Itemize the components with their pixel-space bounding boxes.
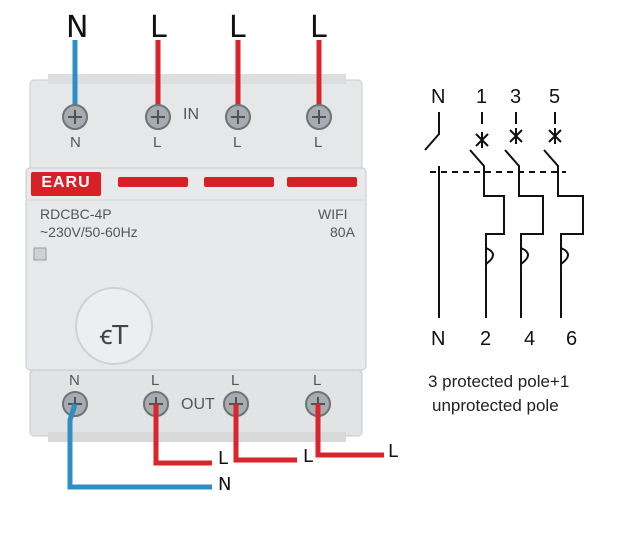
schematic-cross-marks bbox=[475, 128, 562, 148]
brand-logo-box bbox=[31, 172, 101, 196]
red-stripe-3 bbox=[287, 177, 357, 187]
schematic-lines bbox=[424, 112, 584, 318]
bottom-n-label: N bbox=[218, 474, 232, 495]
top-terminal-screws bbox=[62, 104, 332, 130]
top-l3-label: L bbox=[310, 10, 327, 45]
bottom-live-wire-1 bbox=[153, 404, 212, 466]
bottom-l3-label: L bbox=[388, 441, 399, 462]
schematic-top-5: 5 bbox=[549, 86, 561, 108]
bottom-live-wire-3 bbox=[315, 404, 384, 458]
top-terminal-l1: L bbox=[153, 134, 162, 151]
brand-logo-text: EARU bbox=[41, 174, 91, 191]
top-terminal-l3: L bbox=[314, 134, 323, 151]
schematic-bottom-6: 6 bbox=[566, 328, 578, 350]
in-label: IN bbox=[183, 106, 199, 123]
schematic-top-3: 3 bbox=[510, 86, 522, 108]
schematic-caption-line2: unprotected pole bbox=[432, 396, 559, 415]
bottom-terminal-l1: L bbox=[151, 372, 160, 389]
bottom-neutral-wire bbox=[67, 403, 212, 490]
current-rating-label: 80A bbox=[330, 224, 355, 240]
bottom-terminal-n: N bbox=[69, 372, 80, 389]
bottom-l1-label: L bbox=[218, 448, 229, 469]
wifi-label: WIFI bbox=[318, 206, 348, 222]
bottom-terminal-l2: L bbox=[231, 372, 240, 389]
model-label: RDCBC-4P bbox=[40, 206, 112, 222]
red-stripe-2 bbox=[204, 177, 274, 187]
bottom-l2-label: L bbox=[303, 446, 314, 467]
top-n-label: N bbox=[66, 10, 89, 45]
top-terminal-n: N bbox=[70, 134, 81, 151]
schematic-bottom-4: 4 bbox=[524, 328, 536, 350]
bottom-terminal-l3: L bbox=[313, 372, 322, 389]
out-label: OUT bbox=[181, 396, 215, 413]
schematic-top-1: 1 bbox=[476, 86, 488, 108]
bottom-live-wire-2 bbox=[233, 404, 297, 463]
top-l1-label: L bbox=[150, 10, 167, 45]
schematic-top-n: N bbox=[431, 86, 446, 108]
top-terminal-l2: L bbox=[233, 134, 242, 151]
breaker-housing bbox=[25, 74, 367, 442]
rating-label: ~230V/50-60Hz bbox=[40, 224, 138, 240]
top-l2-label: L bbox=[229, 10, 246, 45]
schematic-caption-line1: 3 protected pole+1 bbox=[428, 372, 570, 391]
red-stripe-1 bbox=[118, 177, 188, 187]
et-logo-icon: ꞓT bbox=[99, 321, 129, 351]
schematic-bottom-2: 2 bbox=[480, 328, 492, 350]
schematic-bottom-n: N bbox=[431, 328, 446, 350]
